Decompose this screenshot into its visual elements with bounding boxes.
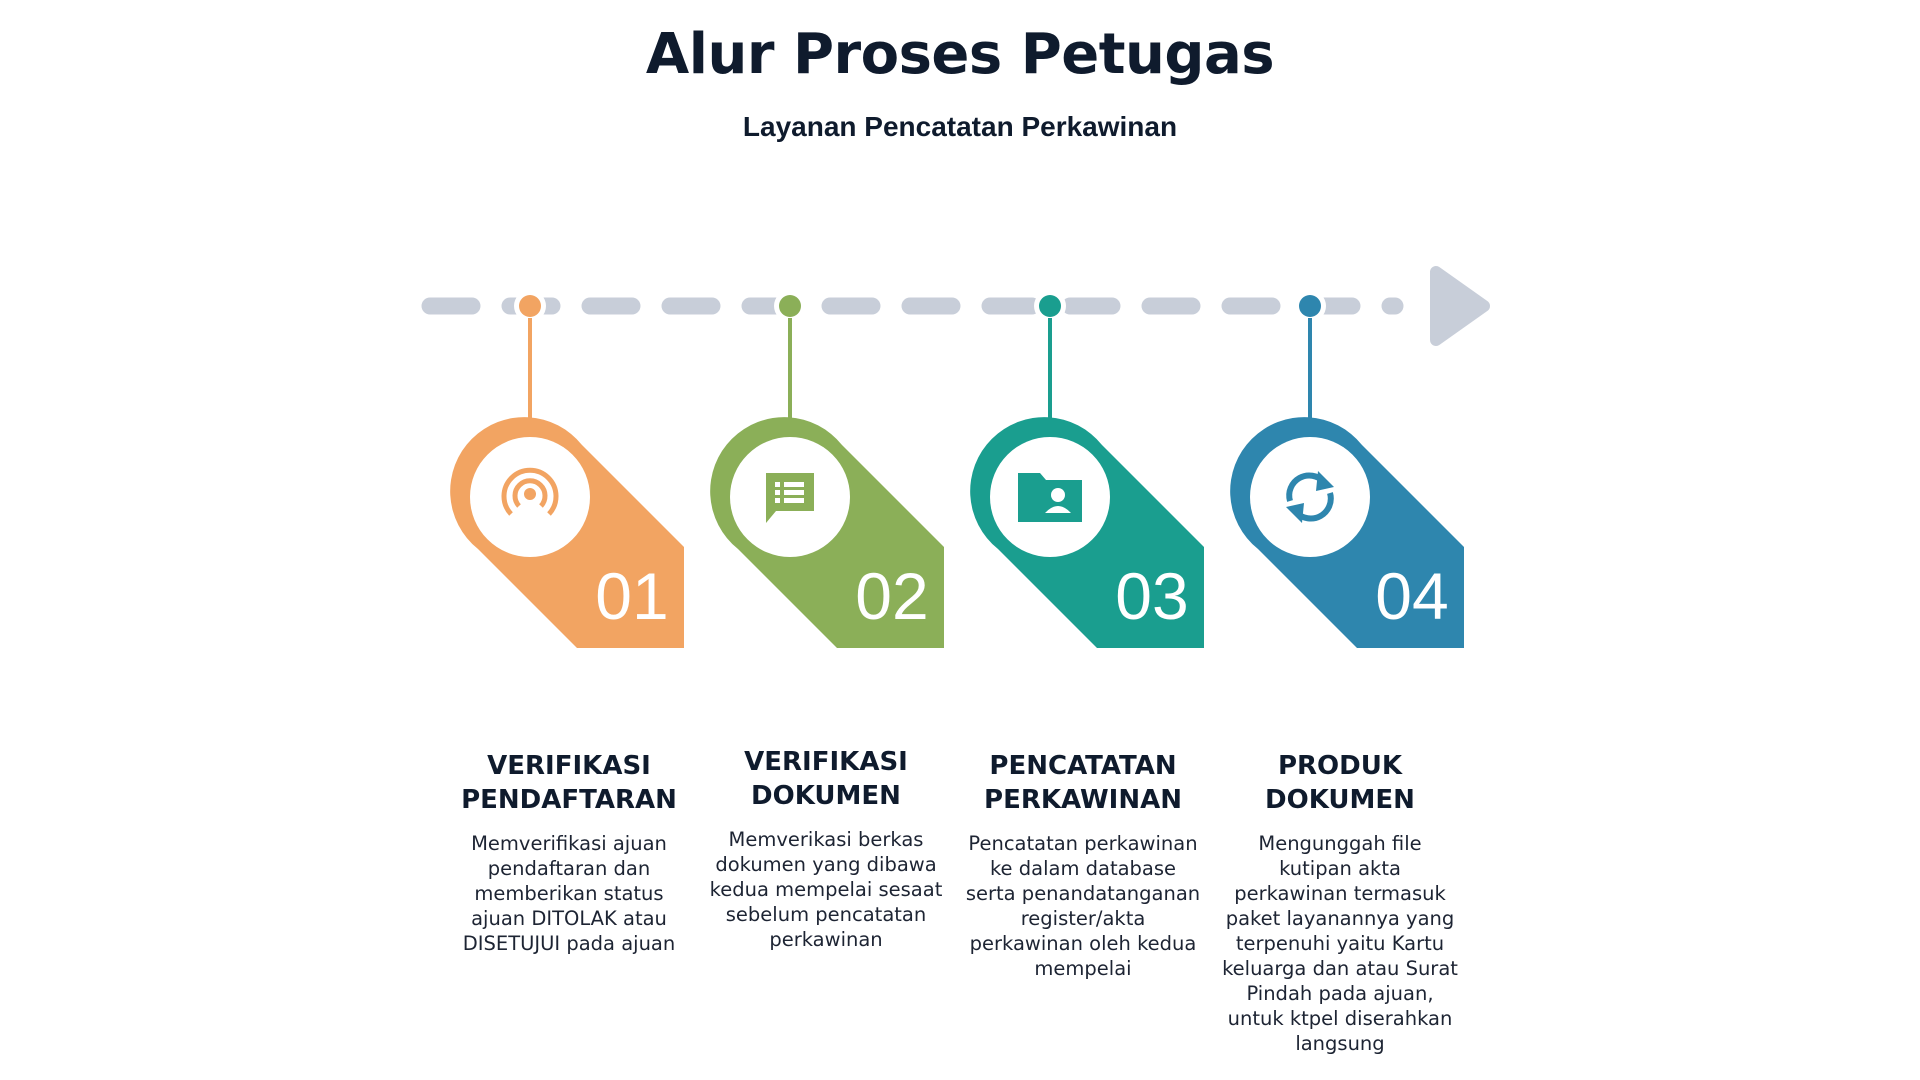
page-subtitle: Layanan Pencatatan Perkawinan [742,111,1178,142]
step-number: 03 [1115,559,1188,633]
step-title-line2: PENDAFTARAN [461,785,677,815]
sync-icon [1286,471,1334,523]
step-title-line2: DOKUMEN [1265,785,1415,815]
step-title-line1: PRODUK [1277,751,1403,781]
step-1-marker: 01 [450,290,684,648]
step-3-text: PENCATATAN PERKAWINAN Pencatatan perkawin… [963,749,1203,981]
timeline-dot-center [1039,295,1061,317]
step-1-text: VERIFIKASI PENDAFTARAN Memverifikasi ajua… [449,749,689,956]
step-description: Mengunggah file kutipan akta perkawinan … [1222,832,1458,1055]
page-title: Alur Proses Petugas [645,22,1275,87]
timeline-dot-center [1299,295,1321,317]
step-2-marker: 02 [710,290,944,648]
step-number: 02 [855,559,928,633]
step-4-text: PRODUK DOKUMEN Mengunggah file kutipan ak… [1220,749,1460,1056]
step-title: PRODUK DOKUMEN [1220,749,1460,817]
step-number: 04 [1375,559,1448,633]
step-3-marker: 03 [970,290,1204,648]
step-4-marker: 04 [1230,290,1464,648]
step-title-line2: PERKAWINAN [984,785,1182,815]
step-title-line1: VERIFIKASI [487,751,651,781]
step-description: Pencatatan perkawinan ke dalam database … [965,832,1201,980]
step-description: Memverikasi berkas dokumen yang dibawa k… [709,828,943,951]
step-description: Memverifikasi ajuan pendaftaran dan memb… [462,832,676,955]
step-number: 01 [595,559,668,633]
user-folder-icon [1018,473,1082,522]
step-title: VERIFIKASI PENDAFTARAN [449,749,689,817]
step-title-line1: VERIFIKASI [744,747,908,777]
step-title: PENCATATAN PERKAWINAN [963,749,1203,817]
timeline-arrow-head [1430,266,1490,346]
timeline-dot-center [779,295,801,317]
step-2-text: VERIFIKASI DOKUMEN Memverikasi berkas dok… [706,745,946,952]
step-title-line2: DOKUMEN [751,781,901,811]
icon-circle [1250,437,1370,557]
timeline-dot-center [519,295,541,317]
step-title: VERIFIKASI DOKUMEN [706,745,946,813]
message-list-icon [766,473,814,523]
step-title-line1: PENCATATAN [989,751,1177,781]
broadcast-icon [501,467,559,516]
